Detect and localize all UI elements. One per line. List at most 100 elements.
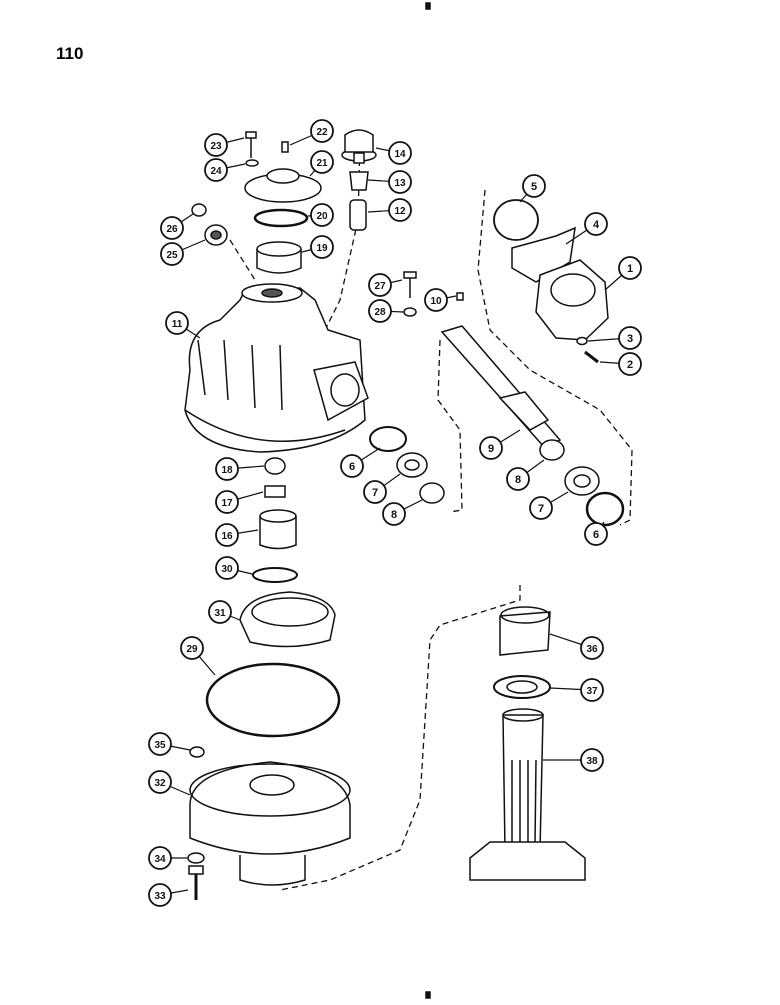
callout-bubble [618,256,642,280]
callout-bubble [368,299,392,323]
callout-number: 14 [394,149,406,160]
callout-number: 16 [221,531,233,542]
part-32-lower-housing [189,761,351,886]
callout-number: 11 [172,319,183,330]
callout-23: 23 [204,133,245,157]
part-6-bearing-cup-left [369,426,407,452]
callout-number: 1 [627,263,633,275]
callout-number: 24 [210,166,222,177]
callout-number: 7 [538,503,544,515]
callout-number: 25 [166,250,178,261]
part-7-roller-bearing-right [564,466,600,496]
callout-bubble [580,748,604,772]
part-29-large-o-ring [205,662,341,738]
part-3-washer [576,336,588,346]
part-16-bushing [259,509,297,550]
callout-bubble [529,496,553,520]
registration-mark-top [425,2,431,10]
part-12-tube [349,199,367,231]
part-7-roller-bearing-left [396,452,428,478]
callout-bubble [522,174,546,198]
callout-7: 7 [529,491,569,520]
part-37-oil-seal [493,675,551,699]
callout-6: 6 [584,521,608,546]
callout-bubble [340,454,364,478]
callout-bubble [580,678,604,702]
callout-bubble [580,636,604,660]
callout-7: 7 [363,473,401,504]
callout-17: 17 [215,490,264,514]
callout-number: 22 [316,127,328,138]
callout-number: 31 [214,608,226,619]
part-5-o-ring [493,199,539,241]
callout-1: 1 [604,256,642,291]
callout-number: 3 [627,333,633,345]
callout-number: 8 [391,509,397,521]
part-34-lock-washer [187,852,205,864]
callout-number: 12 [394,206,406,217]
callout-20: 20 [307,203,334,227]
callout-bubble [618,352,642,376]
part-26-plug [191,203,207,217]
part-22-fitting [281,141,289,153]
part-14-breather-cap [341,129,377,164]
callout-bubble [215,556,239,580]
callout-number: 36 [586,644,598,655]
callout-bubble [382,502,406,526]
callout-bubble [388,170,412,194]
part-24-washer [245,159,259,167]
callout-33: 33 [148,883,189,907]
part-6-bearing-cup-right [585,491,625,527]
part-35-plug [189,746,205,758]
callout-12: 12 [367,198,412,222]
part-13-adapter [349,171,369,191]
callout-35: 35 [148,732,191,756]
callout-bubble [148,846,172,870]
callout-19: 19 [301,235,334,259]
callout-number: 35 [154,740,166,751]
callout-number: 37 [586,686,598,697]
callout-27: 27 [368,273,403,297]
callout-bubble [204,133,228,157]
callout-24: 24 [204,158,246,182]
callout-31: 31 [208,600,241,624]
callout-number: 17 [221,498,233,509]
callout-bubble [584,212,608,236]
callout-number: 21 [316,158,328,169]
callout-bubble [388,141,412,165]
part-21-cover-plate [244,168,322,203]
callout-bubble [584,522,608,546]
callout-6: 6 [340,447,381,478]
part-9-pinion-shaft [440,325,562,449]
callout-number: 6 [593,529,599,541]
callout-bubble [310,119,334,143]
callout-32: 32 [148,770,191,796]
callout-26: 26 [160,213,194,240]
callout-bubble [363,480,387,504]
callout-bubble [204,158,228,182]
callout-bubble [215,523,239,547]
callout-number: 7 [372,487,378,499]
callout-22: 22 [289,119,334,146]
callout-bubble [180,636,204,660]
part-10-key [456,292,464,301]
callout-number: 4 [593,219,600,231]
callout-bubble [479,436,503,460]
part-25-seal [204,224,228,246]
callout-3: 3 [587,326,642,350]
callout-number: 5 [531,181,537,193]
callout-bubble [208,600,232,624]
part-28-nut [403,307,417,317]
callout-29: 29 [180,636,216,676]
callout-4: 4 [565,212,608,245]
callout-bubble [310,150,334,174]
callout-number: 26 [166,224,178,235]
callout-number: 23 [210,141,222,152]
callout-number: 20 [316,211,328,222]
callout-bubble [310,235,334,259]
callout-25: 25 [160,239,206,266]
part-31-bevel-gear [239,591,336,648]
callout-bubble [368,273,392,297]
